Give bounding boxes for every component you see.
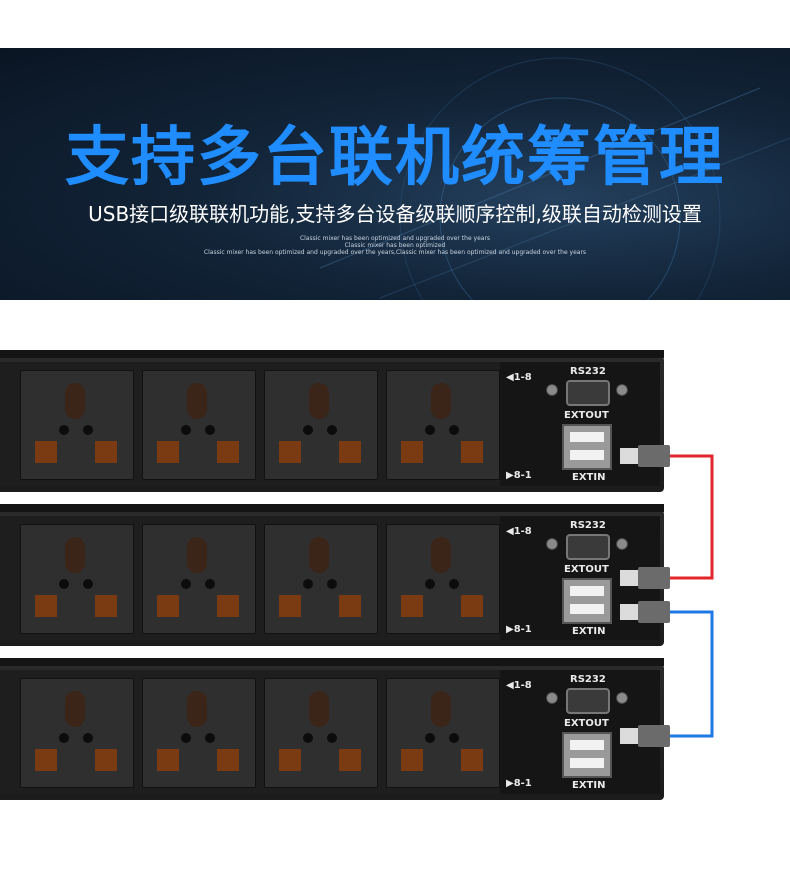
usb-plug[interactable]: [620, 567, 670, 589]
extin-label: EXTIN: [572, 626, 606, 637]
socket-strip: [0, 670, 500, 794]
extin-label: EXTIN: [572, 472, 606, 483]
control-panel: ◀1-8 RS232 EXTOUT ▶8-1 EXTIN: [500, 362, 660, 486]
screw-icon: [546, 384, 558, 396]
universal-socket: [142, 678, 256, 788]
header-banner: 支持多台联机统筹管理 USB接口级联联机功能,支持多台设备级联顺序控制,级联自动…: [0, 48, 790, 300]
unit-top-edge: [0, 350, 664, 358]
pdu-unit-1: ◀1-8 RS232 EXTOUT ▶8-1 EXTIN: [0, 350, 664, 492]
banner-small-text-2: Classic mixer has been optimized: [344, 242, 446, 249]
unit-top-edge: [0, 658, 664, 666]
banner-background-decoration: [319, 57, 790, 300]
universal-socket: [386, 370, 500, 480]
universal-socket: [386, 678, 500, 788]
seq-up-label: ◀1-8: [506, 526, 532, 537]
seq-down-label: ▶8-1: [506, 778, 532, 789]
extin-label: EXTIN: [572, 780, 606, 791]
usb-port[interactable]: [562, 578, 612, 624]
red-cable: [668, 454, 714, 580]
extout-label: EXTOUT: [564, 718, 609, 729]
socket-strip: [0, 362, 500, 486]
extout-label: EXTOUT: [564, 410, 609, 421]
blue-cable: [668, 610, 714, 738]
universal-socket: [386, 524, 500, 634]
seq-down-label: ▶8-1: [506, 624, 532, 635]
universal-socket: [264, 524, 378, 634]
usb-port[interactable]: [562, 732, 612, 778]
screw-icon: [616, 692, 628, 704]
universal-socket: [20, 678, 134, 788]
usb-plug[interactable]: [620, 445, 670, 467]
seq-up-label: ◀1-8: [506, 372, 532, 383]
screw-icon: [616, 384, 628, 396]
universal-socket: [142, 370, 256, 480]
universal-socket: [20, 370, 134, 480]
banner-subtitle: USB接口级联联机功能,支持多台设备级联顺序控制,级联自动检测设置: [88, 202, 702, 226]
banner-title: 支持多台联机统筹管理: [65, 121, 725, 195]
seq-up-label: ◀1-8: [506, 680, 532, 691]
universal-socket: [264, 678, 378, 788]
usb-port[interactable]: [562, 424, 612, 470]
rs232-port[interactable]: [566, 688, 610, 714]
rs232-label: RS232: [570, 674, 606, 685]
usb-plug[interactable]: [620, 725, 670, 747]
control-panel: ◀1-8 RS232 EXTOUT ▶8-1 EXTIN: [500, 670, 660, 794]
extout-label: EXTOUT: [564, 564, 609, 575]
universal-socket: [20, 524, 134, 634]
seq-down-label: ▶8-1: [506, 470, 532, 481]
pdu-unit-2: ◀1-8 RS232 EXTOUT ▶8-1 EXTIN: [0, 504, 664, 646]
rs232-port[interactable]: [566, 534, 610, 560]
screw-icon: [616, 538, 628, 550]
screw-icon: [546, 692, 558, 704]
socket-strip: [0, 516, 500, 640]
screw-icon: [546, 538, 558, 550]
universal-socket: [142, 524, 256, 634]
rs232-label: RS232: [570, 520, 606, 531]
banner-small-text-3: Classic mixer has been optimized and upg…: [203, 249, 587, 256]
usb-plug[interactable]: [620, 601, 670, 623]
rs232-port[interactable]: [566, 380, 610, 406]
universal-socket: [264, 370, 378, 480]
unit-top-edge: [0, 504, 664, 512]
pdu-unit-3: ◀1-8 RS232 EXTOUT ▶8-1 EXTIN: [0, 658, 664, 800]
banner-small-text-1: Classic mixer has been optimized and upg…: [299, 235, 491, 242]
rs232-label: RS232: [570, 366, 606, 377]
